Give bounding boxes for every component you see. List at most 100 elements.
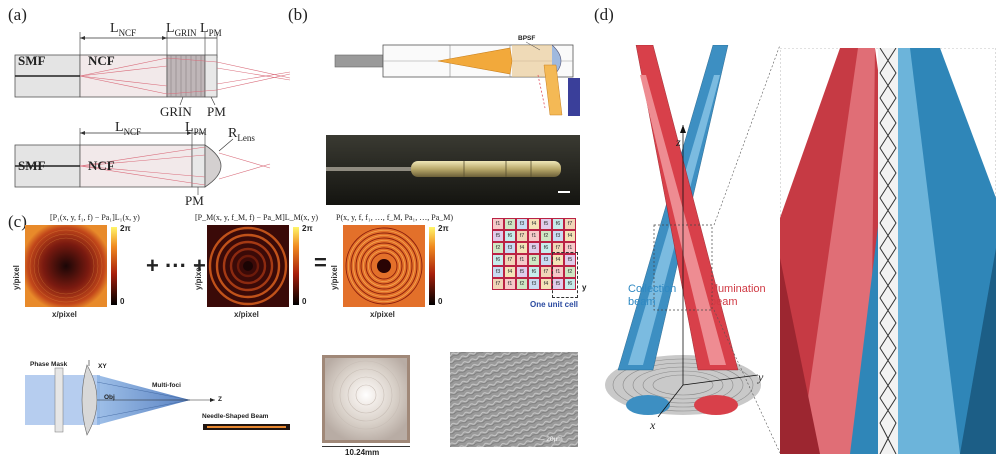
pm-label-bottom: PM: [185, 193, 204, 208]
grid-cell: f3: [540, 254, 552, 266]
grid-cell: f6: [528, 266, 540, 278]
ylabel-1: y/pixel: [12, 265, 21, 290]
grid-cell: f7: [492, 278, 504, 290]
grid-cell: f1: [564, 242, 576, 254]
grid-cell: f7: [552, 242, 564, 254]
grid-cell: f3: [504, 242, 516, 254]
xlabel-sum: x/pixel: [370, 310, 395, 319]
grid-cell: f2: [564, 266, 576, 278]
grin-label: GRIN: [160, 104, 192, 119]
grid-cell: f3: [516, 218, 528, 230]
grid-cell: f7: [504, 254, 516, 266]
formula-1: [P₁(x, y, f₁, f) − Pa₁]L₁(x, y): [50, 213, 140, 222]
grid-cell: f5: [528, 242, 540, 254]
grid-cell: f4: [516, 242, 528, 254]
fiber-probe-diagram-top: [14, 32, 291, 106]
mask-size-label: 10.24mm: [345, 448, 380, 457]
grid-cell: f6: [504, 230, 516, 242]
equals-sign: =: [314, 250, 327, 275]
grid-cell: f4: [564, 230, 576, 242]
grid-cell: f6: [540, 242, 552, 254]
grid-cell: f6: [552, 218, 564, 230]
size-dimension-line: [322, 446, 410, 447]
phase-mask-label: Phase Mask: [30, 361, 68, 368]
xlabel-1: x/pixel: [52, 310, 77, 319]
axis-x-label: x: [650, 418, 656, 432]
smf-label-top: SMF: [18, 53, 46, 68]
bessel-probe-schematic: [334, 41, 580, 116]
phase-map-1: [25, 225, 107, 307]
colorbar-m-top: 2π: [302, 224, 313, 233]
ylabel-m: y/pixel: [194, 265, 203, 290]
panel-c-label: (c): [8, 212, 27, 231]
grid-cell: f6: [492, 254, 504, 266]
axis-z-label: z: [676, 135, 681, 149]
needle-beam-label: Needle-Shaped Beam: [202, 413, 269, 420]
needle-beam-schematic: [25, 360, 290, 436]
xy-label: XY: [98, 363, 107, 370]
colorbar-m: [293, 227, 299, 305]
grid-cell: f1: [528, 230, 540, 242]
grid-cell: f7: [540, 266, 552, 278]
grid-cell: f1: [516, 254, 528, 266]
ncf-label-top: NCF: [88, 53, 115, 68]
l-pm-label-top: LPM: [200, 21, 222, 38]
grid-cell: f4: [504, 266, 516, 278]
grid-cell: f2: [540, 230, 552, 242]
colorbar-sum-bottom: 0: [438, 297, 443, 306]
zoomed-beam-detail: [780, 48, 996, 454]
grid-cell: f3: [492, 266, 504, 278]
grid-cell: f6: [564, 278, 576, 290]
grid-cell: f5: [540, 218, 552, 230]
grid-cell: f2: [504, 218, 516, 230]
smf-label-bottom: SMF: [18, 158, 46, 173]
one-unit-cell-label: One unit cell: [530, 300, 579, 309]
grid-cell: f7: [564, 218, 576, 230]
grid-cell: f2: [492, 242, 504, 254]
grid-cell: f1: [492, 218, 504, 230]
panel-d-label: (d): [594, 5, 614, 24]
sem-surface-image: [450, 352, 578, 447]
illumination-beam-label: Illumination beam: [710, 283, 766, 308]
sem-scale-label: — 20μm: [538, 436, 563, 443]
colorbar-sum: [429, 227, 435, 305]
formula-2: [P_M(x, y, f_M, f) − Pa_M]L_M(x, y): [195, 213, 319, 222]
multi-foci-label: Multi-foci: [152, 382, 181, 389]
l-ncf-label-top: LNCF: [110, 21, 137, 38]
grid-cell: f1: [504, 278, 516, 290]
crossed-beam-illustration: [605, 45, 761, 418]
pm-label-top: PM: [207, 104, 226, 119]
collection-beam-label: Collection beam: [628, 283, 677, 308]
grid-cell: f3: [552, 230, 564, 242]
fabricated-mask-photo: [322, 355, 410, 443]
xlabel-m: x/pixel: [234, 310, 259, 319]
grid-cell: f4: [552, 254, 564, 266]
probe-photo: [326, 135, 580, 205]
grid-cell: f4: [528, 218, 540, 230]
grid-cell: f4: [540, 278, 552, 290]
axis-y-label: y: [758, 370, 764, 384]
colorbar-1-bottom: 0: [120, 297, 125, 306]
phase-map-m: [207, 225, 289, 307]
fiber-probe-diagram-bottom: [14, 128, 271, 195]
panel-b-label: (b): [288, 5, 308, 24]
colorbar-sum-top: 2π: [438, 224, 449, 233]
grid-axis-y: y: [582, 283, 587, 292]
colorbar-1: [111, 227, 117, 305]
l-grin-label: LGRIN: [166, 21, 197, 38]
grid-cell: f2: [516, 278, 528, 290]
ylabel-sum: y/pixel: [330, 265, 339, 290]
grid-cell: f3: [528, 278, 540, 290]
panel-a-label: (a): [8, 5, 27, 24]
ncf-label-bottom: NCF: [88, 158, 115, 173]
l-pm-label-bottom: LPM: [185, 120, 207, 137]
formula-3: P(x, y, f, f₁, …, f_M, Pa₁, …, Pa_M): [336, 213, 454, 222]
grid-cell: f5: [516, 266, 528, 278]
grid-cell: f2: [528, 254, 540, 266]
grid-cell: f5: [492, 230, 504, 242]
colorbar-1-top: 2π: [120, 224, 131, 233]
colorbar-m-bottom: 0: [302, 297, 307, 306]
zoom-connectors: [713, 45, 781, 454]
unit-cell-outline: [552, 252, 578, 298]
